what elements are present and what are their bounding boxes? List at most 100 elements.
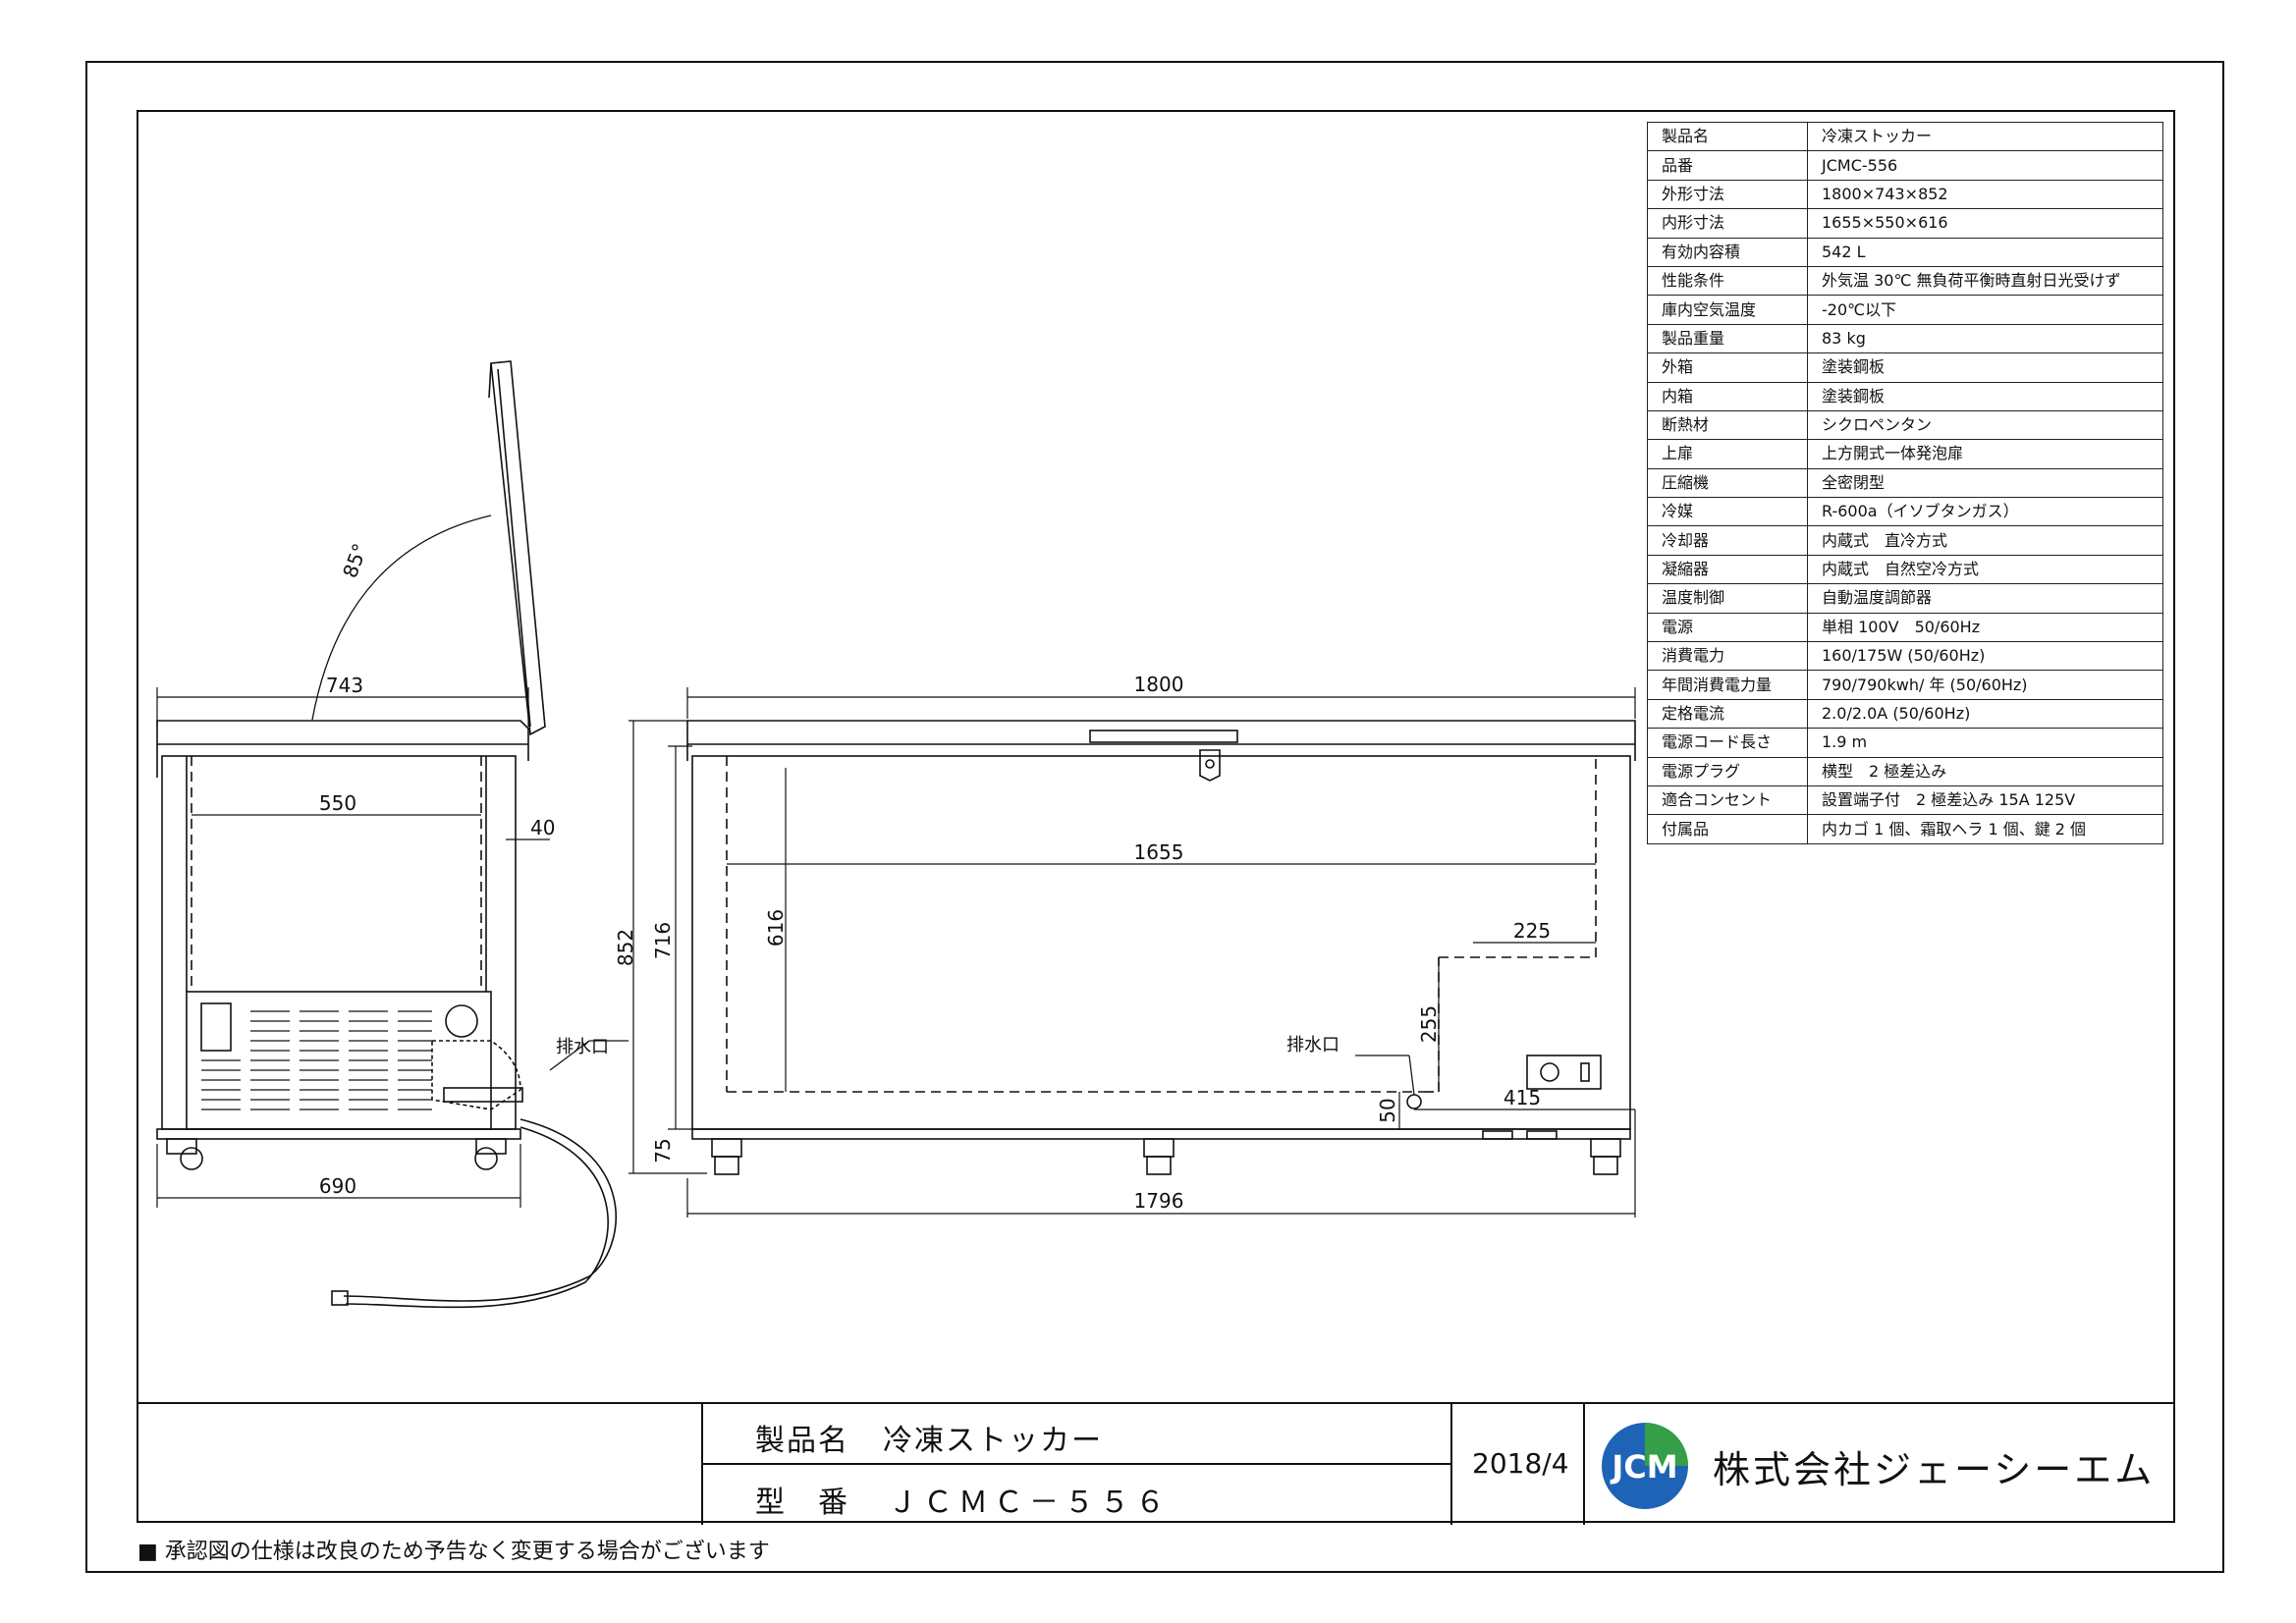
spec-value: 内蔵式 自然空冷方式	[1807, 554, 2163, 585]
dim-drain-height: 50	[1376, 1098, 1399, 1122]
dim-base-width: 1796	[1134, 1189, 1184, 1213]
spec-label: 庫内空気温度	[1647, 295, 1808, 325]
spec-label: 冷却器	[1647, 525, 1808, 556]
spec-label: 外形寸法	[1647, 179, 1808, 210]
spec-label: 適合コンセント	[1647, 784, 1808, 816]
spec-value: 冷凍ストッカー	[1807, 121, 2163, 152]
spec-value: 内蔵式 直冷方式	[1807, 525, 2163, 556]
spec-value: 設置端子付 2 極差込み 15A 125V	[1807, 784, 2163, 816]
inner-frame	[137, 110, 2175, 1523]
spec-row: 付属品内カゴ 1 個、霜取ヘラ 1 個、鍵 2 個	[1647, 814, 2163, 844]
spec-row: 圧縮機全密閉型	[1647, 467, 2163, 499]
spec-label: 冷媒	[1647, 497, 1808, 527]
spec-label: 製品名	[1647, 121, 1808, 152]
spec-value: 2.0/2.0A (50/60Hz)	[1807, 698, 2163, 730]
spec-value: 塗装鋼板	[1807, 352, 2163, 383]
dim-inner-height: 616	[764, 909, 788, 947]
footnote: ■ 承認図の仕様は改良のため予告なく変更する場合がございます	[137, 1540, 770, 1564]
spec-row: 温度制御自動温度調節器	[1647, 583, 2163, 614]
spec-label: 年間消費電力量	[1647, 670, 1808, 700]
spec-row: 上扉上方開式一体発泡扉	[1647, 439, 2163, 469]
spec-value: シクロペンタン	[1807, 409, 2163, 441]
spec-value: 1.9 m	[1807, 728, 2163, 758]
front-view	[629, 687, 1636, 1217]
company-name: 株式会社ジェーシーエム	[1713, 1448, 2156, 1491]
dim-depth: 743	[326, 674, 363, 697]
spec-value: 内カゴ 1 個、霜取ヘラ 1 個、鍵 2 個	[1807, 814, 2163, 844]
spec-value: 全密閉型	[1807, 467, 2163, 499]
spec-label: 性能条件	[1647, 265, 1808, 297]
spec-row: 断熱材シクロペンタン	[1647, 409, 2163, 441]
dim-lid-gap: 40	[530, 816, 555, 839]
side-drain-label: 排水口	[556, 1037, 609, 1057]
drawing-date: 2018/4	[1472, 1447, 1569, 1480]
spec-row: 製品名冷凍ストッカー	[1647, 121, 2163, 152]
spec-label: 内箱	[1647, 381, 1808, 411]
dim-lid-angle: 85°	[338, 540, 372, 581]
spec-value: 自動温度調節器	[1807, 583, 2163, 614]
spec-row: 内箱塗装鋼板	[1647, 381, 2163, 411]
spec-row: 凝縮器内蔵式 自然空冷方式	[1647, 554, 2163, 585]
spec-label: 圧縮機	[1647, 467, 1808, 499]
spec-value: -20℃以下	[1807, 295, 2163, 325]
dim-caster-height: 75	[651, 1138, 675, 1163]
spec-row: 電源単相 100V 50/60Hz	[1647, 612, 2163, 643]
spec-label: 有効内容積	[1647, 237, 1808, 267]
product-name: 冷凍ストッカー	[883, 1424, 1103, 1458]
dim-height: 852	[614, 929, 637, 966]
spec-row: 冷却器内蔵式 直冷方式	[1647, 525, 2163, 556]
title-divider	[1450, 1404, 1452, 1525]
dim-control-offset: 415	[1503, 1086, 1541, 1109]
title-divider	[1583, 1404, 1585, 1525]
spec-row: 電源プラグ横型 2 極差込み	[1647, 756, 2163, 786]
spec-value: 上方開式一体発泡扉	[1807, 439, 2163, 469]
spec-label: 断熱材	[1647, 409, 1808, 441]
spec-value: 83 kg	[1807, 323, 2163, 354]
spec-row: 適合コンセント設置端子付 2 極差込み 15A 125V	[1647, 784, 2163, 816]
spec-label: 外箱	[1647, 352, 1808, 383]
spec-label: 消費電力	[1647, 641, 1808, 672]
side-view	[156, 360, 629, 1309]
dim-body-height: 716	[651, 922, 675, 959]
spec-row: 庫内空気温度-20℃以下	[1647, 295, 2163, 325]
spec-value: 横型 2 極差込み	[1807, 756, 2163, 786]
spec-label: 温度制御	[1647, 583, 1808, 614]
spec-value: 160/175W (50/60Hz)	[1807, 641, 2163, 672]
jcm-logo: JCM	[1602, 1423, 1688, 1509]
dim-inner-width: 1655	[1134, 840, 1184, 864]
model-number: ＪＣＭＣ－５５６	[888, 1486, 1171, 1520]
title-block: 製品名 冷凍ストッカー 型 番 ＪＣＭＣ－５５６ 2018/4 JCM 株式会社…	[137, 1402, 2175, 1525]
spec-label: 定格電流	[1647, 698, 1808, 730]
title-divider	[701, 1463, 1450, 1465]
dim-base-depth: 690	[319, 1174, 356, 1198]
spec-value: 1655×550×616	[1807, 208, 2163, 239]
spec-value: 単相 100V 50/60Hz	[1807, 612, 2163, 643]
dim-step-width: 225	[1513, 919, 1551, 943]
spec-value: JCMC-556	[1807, 150, 2163, 181]
spec-row: 外箱塗装鋼板	[1647, 352, 2163, 383]
spec-value: 塗装鋼板	[1807, 381, 2163, 411]
spec-label: 内形寸法	[1647, 208, 1808, 239]
spec-value: 1800×743×852	[1807, 179, 2163, 210]
spec-label: 付属品	[1647, 814, 1808, 844]
spec-value: 外気温 30℃ 無負荷平衡時直射日光受けず	[1807, 265, 2163, 297]
dim-step-height: 255	[1417, 1005, 1441, 1043]
spec-label: 電源	[1647, 612, 1808, 643]
logo-text: JCM	[1610, 1448, 1677, 1486]
spec-label: 製品重量	[1647, 323, 1808, 354]
outer-frame	[85, 61, 2224, 1573]
spec-label: 電源プラグ	[1647, 756, 1808, 786]
model-label: 型 番	[755, 1486, 849, 1520]
spec-row: 性能条件外気温 30℃ 無負荷平衡時直射日光受けず	[1647, 265, 2163, 297]
spec-value: 790/790kwh/ 年 (50/60Hz)	[1807, 670, 2163, 700]
technical-drawing: 743 550 40 690 85° 排水口 1800 1655 1796 22…	[156, 360, 1636, 1309]
spec-value: 542 L	[1807, 237, 2163, 267]
